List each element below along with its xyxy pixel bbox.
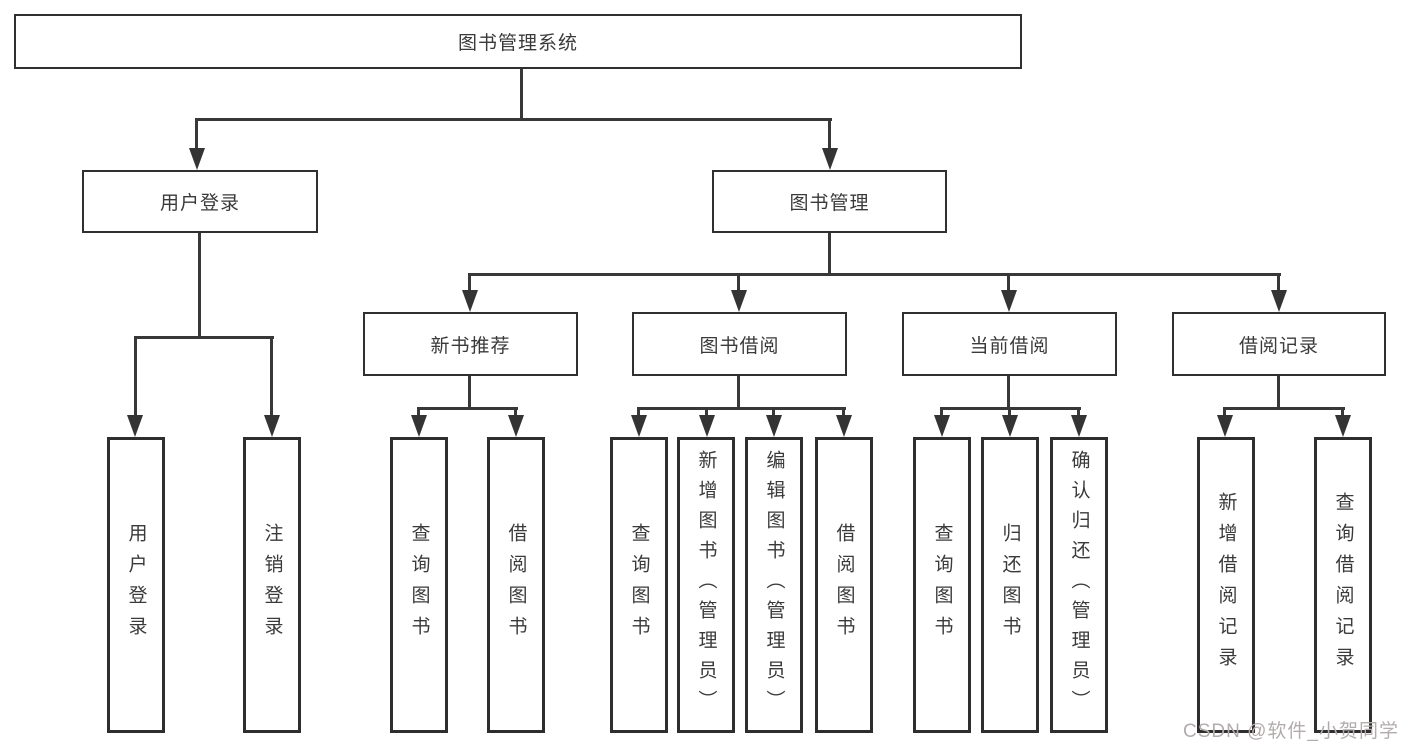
connector-line — [270, 336, 273, 421]
connector-arrowhead — [1271, 290, 1287, 312]
leaf-query-books-current: 查询图书 — [913, 437, 971, 733]
connector-arrowhead — [1001, 290, 1017, 312]
node-book-borrow-label: 图书借阅 — [699, 335, 780, 357]
node-new-book-recommend-label: 新书推荐 — [430, 335, 511, 357]
connector-line — [198, 233, 201, 339]
connector-line — [195, 118, 198, 154]
node-root: 图书管理系统 — [14, 14, 1022, 69]
connector-arrowhead — [264, 415, 280, 437]
leaf-query-borrow-record-label: 查询借阅记录 — [1332, 492, 1354, 678]
leaf-query-books-current-label: 查询图书 — [931, 523, 953, 647]
leaf-add-borrow-record-label: 新增借阅记录 — [1215, 492, 1237, 678]
leaf-add-book-admin: 新增图书（管理员） — [677, 437, 735, 733]
leaf-edit-book-admin: 编辑图书（管理员） — [745, 437, 803, 733]
connector-arrowhead — [731, 290, 747, 312]
connector-arrowhead — [836, 415, 852, 437]
connector-line — [1223, 407, 1345, 410]
connector-line — [1341, 407, 1344, 419]
connector-line — [705, 407, 708, 419]
connector-arrowhead — [508, 415, 524, 437]
connector-line — [1008, 407, 1011, 419]
connector-line — [417, 407, 420, 419]
node-user-login-label: 用户登录 — [159, 193, 240, 214]
node-book-management: 图书管理 — [712, 170, 947, 233]
leaf-query-borrow-record: 查询借阅记录 — [1314, 437, 1372, 733]
connector-line — [1277, 273, 1280, 296]
connector-line — [134, 336, 137, 421]
leaf-borrow-books: 借阅图书 — [815, 437, 873, 733]
leaf-edit-book-admin-label: 编辑图书（管理员） — [763, 450, 785, 720]
connector-line — [514, 407, 517, 419]
connector-arrowhead — [822, 148, 838, 170]
connector-line — [1277, 376, 1280, 410]
connector-arrowhead — [699, 415, 715, 437]
connector-arrowhead — [189, 148, 205, 170]
connector-line — [772, 407, 775, 419]
leaf-return-book: 归还图书 — [981, 437, 1039, 733]
connector-line — [468, 376, 471, 410]
connector-line — [1007, 273, 1010, 296]
connector-line — [828, 118, 831, 154]
connector-line — [1007, 376, 1010, 410]
connector-arrowhead — [1217, 415, 1233, 437]
leaf-borrow-books-recommend-label: 借阅图书 — [505, 523, 527, 647]
node-book-borrow: 图书借阅 — [632, 312, 847, 376]
connector-arrowhead — [766, 415, 782, 437]
connector-line — [195, 118, 832, 121]
connector-arrowhead — [1002, 415, 1018, 437]
connector-line — [828, 233, 831, 276]
leaf-logout: 注销登录 — [243, 437, 301, 733]
node-new-book-recommend: 新书推荐 — [363, 312, 578, 376]
connector-line — [637, 407, 846, 410]
connector-arrowhead — [631, 415, 647, 437]
node-user-login: 用户登录 — [82, 170, 318, 233]
connector-line — [842, 407, 845, 419]
connector-arrowhead — [1335, 415, 1351, 437]
leaf-borrow-books-recommend: 借阅图书 — [487, 437, 545, 733]
leaf-confirm-return-admin-label: 确认归还（管理员） — [1068, 450, 1090, 720]
connector-line — [1223, 407, 1226, 419]
connector-arrowhead — [934, 415, 950, 437]
node-root-label: 图书管理系统 — [457, 33, 578, 54]
connector-line — [468, 273, 1281, 276]
connector-line — [1077, 407, 1080, 419]
connector-arrowhead — [1071, 415, 1087, 437]
node-borrow-records-label: 借阅记录 — [1238, 335, 1319, 357]
leaf-confirm-return-admin: 确认归还（管理员） — [1050, 437, 1108, 733]
connector-line — [134, 336, 274, 339]
connector-line — [637, 407, 640, 419]
connector-line — [468, 273, 471, 296]
connector-arrowhead — [462, 290, 478, 312]
connector-arrowhead — [127, 415, 143, 437]
leaf-query-books-recommend-label: 查询图书 — [408, 523, 430, 647]
watermark: CSDN @软件_小贺同学 — [1183, 721, 1399, 742]
connector-line — [737, 273, 740, 296]
connector-line — [737, 376, 740, 410]
leaf-return-book-label: 归还图书 — [999, 523, 1021, 647]
leaf-logout-label: 注销登录 — [261, 523, 283, 647]
leaf-query-books-recommend: 查询图书 — [390, 437, 448, 733]
node-book-management-label: 图书管理 — [789, 193, 870, 214]
connector-line — [520, 69, 523, 121]
leaf-borrow-books-label: 借阅图书 — [833, 523, 855, 647]
leaf-query-books-borrow-label: 查询图书 — [628, 523, 650, 647]
leaf-query-books-borrow: 查询图书 — [610, 437, 668, 733]
node-current-borrow: 当前借阅 — [902, 312, 1117, 376]
leaf-add-borrow-record: 新增借阅记录 — [1197, 437, 1255, 733]
leaf-user-login: 用户登录 — [107, 437, 165, 733]
leaf-add-book-admin-label: 新增图书（管理员） — [695, 450, 717, 720]
connector-arrowhead — [411, 415, 427, 437]
node-current-borrow-label: 当前借阅 — [969, 335, 1050, 357]
node-borrow-records: 借阅记录 — [1172, 312, 1386, 376]
leaf-user-login-label: 用户登录 — [125, 523, 147, 647]
connector-line — [417, 407, 518, 410]
connector-line — [940, 407, 943, 419]
